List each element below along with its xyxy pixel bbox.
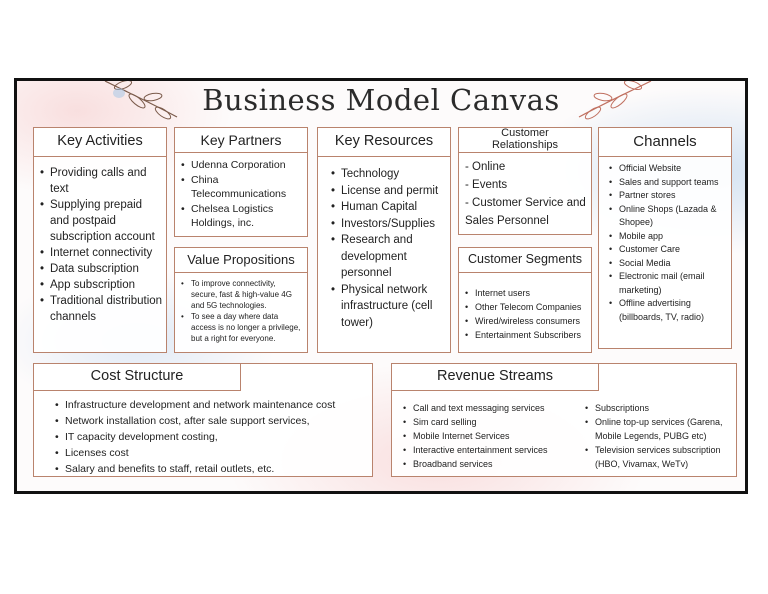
key-activities-list: Providing calls and text Supplying prepa… <box>39 165 163 325</box>
cost-structure-header: Cost Structure <box>33 363 241 391</box>
list-item: Call and text messaging services <box>402 401 580 415</box>
value-propositions-header: Value Propositions <box>174 247 308 273</box>
list-item: Network installation cost, after sale su… <box>54 413 370 429</box>
list-item: IT capacity development costing, <box>54 429 370 445</box>
list-item: Mobile Internet Services <box>402 429 580 443</box>
page-title: Business Model Canvas <box>202 83 560 117</box>
channels-header: Channels <box>598 127 732 157</box>
list-item: Traditional distribution channels <box>39 293 163 325</box>
list-item: App subscription <box>39 277 163 293</box>
list-item: Official Website <box>608 162 730 176</box>
list-item: Customer Care <box>608 243 730 257</box>
customer-segments-list: Internet users Other Telecom Companies W… <box>464 286 590 342</box>
list-item: Interactive entertainment services <box>402 443 580 457</box>
list-item: Wired/wireless consumers <box>464 314 590 328</box>
list-item: - Events <box>465 179 508 191</box>
customer-segments-box: Customer Segments Internet users Other T… <box>458 247 592 353</box>
floral-branch-icon <box>104 81 178 120</box>
list-item: Chelsea Logistics Holdings, inc. <box>180 202 304 231</box>
list-item: Salary and benefits to staff, retail out… <box>54 461 370 477</box>
list-item: Television services subscription (HBO, V… <box>584 443 734 471</box>
revenue-streams-left-list: Call and text messaging services Sim car… <box>402 401 580 471</box>
list-item: Sales and support teams <box>608 176 730 190</box>
list-item: Electronic mail (email marketing) <box>608 270 730 297</box>
list-item: Internet users <box>464 286 590 300</box>
list-item: Udenna Corporation <box>180 158 304 173</box>
list-item: Human Capital <box>330 199 448 216</box>
list-item: Data subscription <box>39 261 163 277</box>
revenue-streams-header: Revenue Streams <box>391 363 599 391</box>
key-resources-header: Key Resources <box>317 127 451 157</box>
list-item: Investors/Supplies <box>330 216 448 233</box>
list-item: Technology <box>330 166 448 183</box>
revenue-streams-right-list: Subscriptions Online top-up services (Ga… <box>584 401 734 471</box>
list-item: Online Shops (Lazada & Shopee) <box>608 203 730 230</box>
list-item: China Telecommunications <box>180 173 304 202</box>
key-partners-box: Key Partners Udenna Corporation China Te… <box>174 127 308 237</box>
list-item: Social Media <box>608 257 730 271</box>
customer-relationships-box: Customer Relationships - Online - Events… <box>458 127 592 235</box>
list-item: - Online <box>465 161 506 173</box>
list-item: Providing calls and text <box>39 165 163 197</box>
list-item: Subscriptions <box>584 401 734 415</box>
revenue-streams-box: Revenue Streams Call and text messaging … <box>391 363 737 477</box>
list-item: Partner stores <box>608 189 730 203</box>
key-partners-list: Udenna Corporation China Telecommunicati… <box>180 158 304 231</box>
cost-structure-list: Infrastructure development and network m… <box>54 397 370 477</box>
business-model-canvas-slide: Business Model Canvas Key Activities Pro… <box>14 78 748 494</box>
list-item: Sim card selling <box>402 415 580 429</box>
customer-relationships-list: - Online - Events - Customer Service and… <box>465 158 591 230</box>
list-item: Licenses cost <box>54 445 370 461</box>
cost-structure-box: Cost Structure Infrastructure developmen… <box>33 363 373 477</box>
list-item: - Customer Service and Sales Personnel <box>465 197 586 227</box>
key-resources-list: Technology License and permit Human Capi… <box>330 166 448 331</box>
value-propositions-list: To improve connectivity, secure, fast & … <box>180 278 304 344</box>
list-item: To see a day where data access is no lon… <box>180 311 304 344</box>
list-item: Physical network infrastructure (cell to… <box>330 282 448 332</box>
list-item: Mobile app <box>608 230 730 244</box>
list-item: Supplying prepaid and postpaid subscript… <box>39 197 163 245</box>
value-propositions-box: Value Propositions To improve connectivi… <box>174 247 308 353</box>
floral-branch-icon <box>578 81 652 120</box>
key-partners-header: Key Partners <box>174 127 308 153</box>
list-item: Other Telecom Companies <box>464 300 590 314</box>
list-item: Offline advertising (billboards, TV, rad… <box>608 297 730 324</box>
list-item: To improve connectivity, secure, fast & … <box>180 278 304 311</box>
channels-box: Channels Official Website Sales and supp… <box>598 127 732 349</box>
list-item: Entertainment Subscribers <box>464 328 590 342</box>
list-item: Online top-up services (Garena, Mobile L… <box>584 415 734 443</box>
customer-segments-header: Customer Segments <box>458 247 592 273</box>
list-item: Internet connectivity <box>39 245 163 261</box>
list-item: Infrastructure development and network m… <box>54 397 370 413</box>
list-item: Broadband services <box>402 457 580 471</box>
channels-list: Official Website Sales and support teams… <box>608 162 730 324</box>
key-resources-box: Key Resources Technology License and per… <box>317 127 451 353</box>
key-activities-box: Key Activities Providing calls and text … <box>33 127 167 353</box>
list-item: Research and development personnel <box>330 232 448 282</box>
key-activities-header: Key Activities <box>33 127 167 157</box>
customer-relationships-header: Customer Relationships <box>458 127 592 153</box>
list-item: License and permit <box>330 183 448 200</box>
